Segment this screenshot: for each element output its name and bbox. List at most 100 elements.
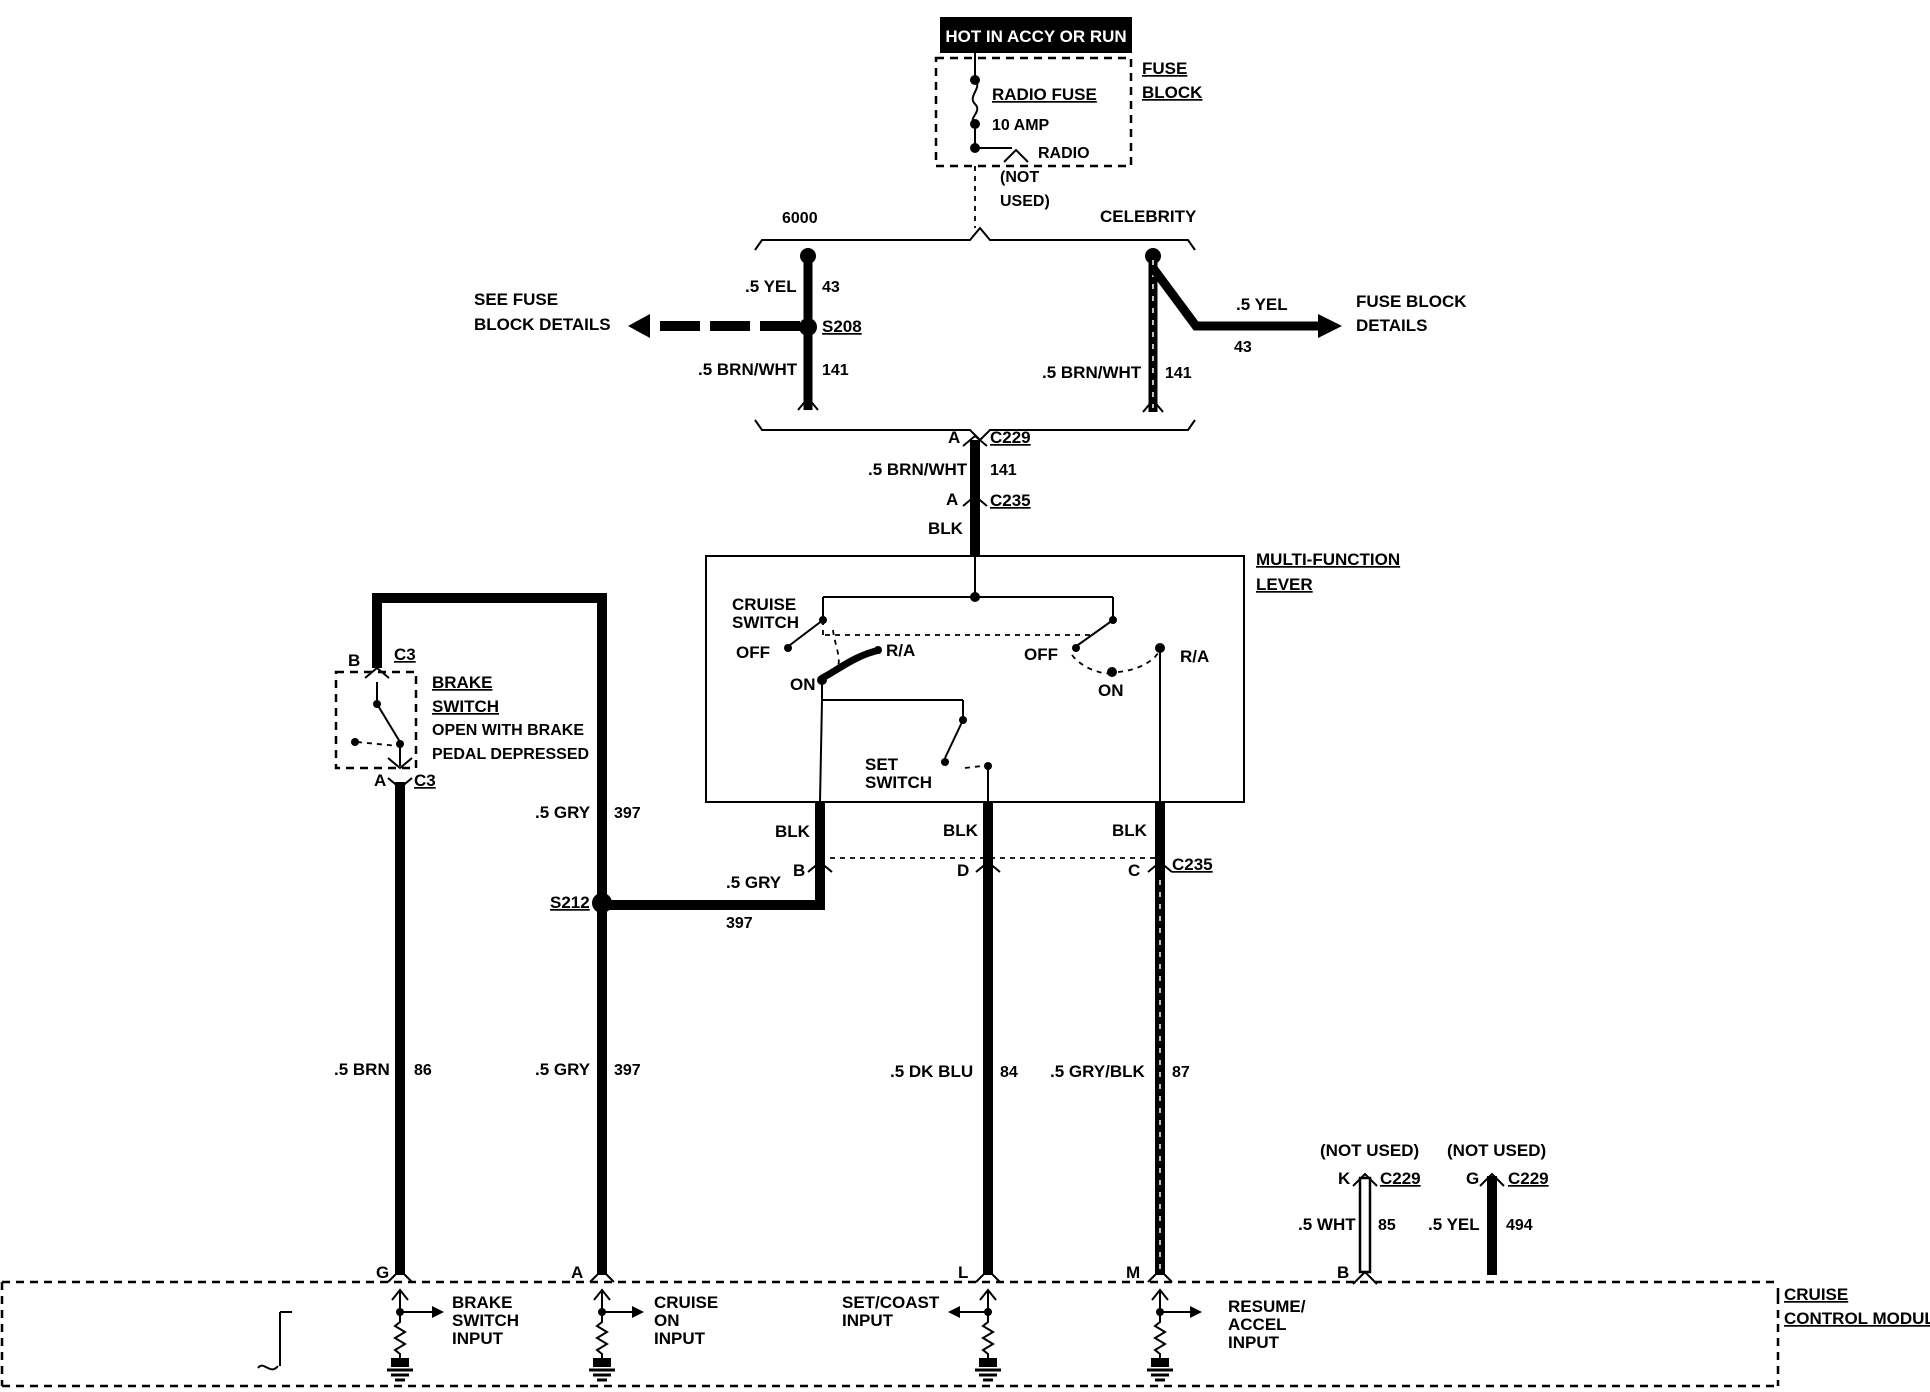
fuse-block: FUSE BLOCK RADIO FUSE 10 AMP RADIO (NOT … (934, 53, 1203, 228)
radio-fuse-label: RADIO FUSE (992, 85, 1097, 104)
circuit-397-upper-label: 397 (614, 805, 641, 822)
resume-accel-input-circuit: RESUME/ ACCEL INPUT (1145, 1288, 1306, 1382)
cruise-on-input-label-2: ON (654, 1311, 680, 1330)
module-pin-a: A (571, 1263, 583, 1282)
trunk-wire: A C229 .5 BRN/WHT 141 A C235 BLK (868, 428, 1031, 556)
splice-s212-label: S212 (550, 893, 590, 912)
left-branch-6000: .5 YEL 43 S208 .5 BRN/WHT 141 SEE FUSE B… (474, 248, 862, 411)
module-pin-g: G (376, 1263, 389, 1282)
cruise-control-module: CRUISE CONTROL MODULE G A L M BRAKE SWIT… (0, 1263, 1930, 1388)
wire-yel-label: .5 YEL (745, 277, 797, 296)
blk-c-label: BLK (1112, 821, 1148, 840)
circuit-397-h-label: 397 (726, 915, 753, 932)
brake-input-label: BRAKE (452, 1293, 512, 1312)
circuit-86-label: 86 (414, 1062, 432, 1079)
variant-celebrity-label: CELEBRITY (1100, 207, 1197, 226)
brake-switch-title-2: SWITCH (432, 697, 499, 716)
wire-gry-label: .5 GRY (535, 1060, 591, 1079)
resume-accel-input-label-2: ACCEL (1228, 1315, 1287, 1334)
fuse-block-label-2: BLOCK (1142, 83, 1203, 102)
brake-desc-label: OPEN WITH BRAKE (432, 722, 584, 739)
brake-switch-title: BRAKE (432, 673, 492, 692)
cruise-switch-label: CRUISE (732, 595, 796, 614)
not-used-label-2: USED) (1000, 193, 1050, 210)
circuit-85-label: 85 (1378, 1217, 1396, 1234)
trunk-wire-brnwht-label: .5 BRN/WHT (868, 460, 968, 479)
pin-b-label: B (793, 861, 805, 880)
trunk-circuit-141-label: 141 (990, 462, 1017, 479)
resume-accel-input-label: RESUME/ (1228, 1297, 1306, 1316)
set-switch-label: SET (865, 755, 899, 774)
right-circuit-141-label: 141 (1165, 365, 1192, 382)
arrow-left-icon (628, 314, 650, 338)
lower-conn-c235-label: C235 (1172, 855, 1213, 874)
right-off-label: OFF (1024, 645, 1058, 664)
conn-c229-label: C229 (990, 428, 1031, 447)
blk-d-label: BLK (943, 821, 979, 840)
wire-wht-label: .5 WHT (1298, 1215, 1356, 1234)
right-branch-celebrity: .5 YEL 43 FUSE BLOCK DETAILS .5 BRN/WHT … (1042, 248, 1467, 413)
splice-s208-label: S208 (822, 317, 862, 336)
see-fuse-label-2: BLOCK DETAILS (474, 315, 611, 334)
fuse-block-label: FUSE (1142, 59, 1187, 78)
radio-label: RADIO (1038, 145, 1090, 162)
see-fuse-label: SEE FUSE (474, 290, 558, 309)
variant-6000-label: 6000 (782, 210, 818, 227)
wire-gryblk-label: .5 GRY/BLK (1050, 1062, 1145, 1081)
fuse-block-details-label: FUSE BLOCK (1356, 292, 1467, 311)
right-on-label: ON (1098, 681, 1124, 700)
multi-function-lever: MULTI-FUNCTION LEVER CRUISE SWITCH OFF R… (705, 550, 1400, 803)
pin-d-label: D (957, 861, 969, 880)
brake-conn-c3-bot-label: C3 (414, 771, 436, 790)
unused-stubs: (NOT USED) K C229 .5 WHT 85 B (NOT USED)… (1298, 1141, 1549, 1285)
conn-k-c229-label: C229 (1380, 1169, 1421, 1188)
brake-pin-a-label: A (374, 771, 386, 790)
fuse-amp-label: 10 AMP (992, 117, 1050, 134)
not-used-g-label: (NOT USED) (1447, 1141, 1546, 1160)
brake-input-circuit: BRAKE SWITCH INPUT (257, 1288, 519, 1382)
right-ra-label: R/A (1180, 647, 1209, 666)
not-used-label: (NOT (1000, 169, 1039, 186)
brake-conn-c3-top-label: C3 (394, 645, 416, 664)
cruise-on-input-circuit: CRUISE ON INPUT (587, 1288, 718, 1382)
pin-a-c235: A (946, 490, 958, 509)
power-source: HOT IN ACCY OR RUN (940, 17, 1132, 53)
set-coast-input-circuit: SET/COAST INPUT (842, 1288, 1003, 1382)
cruise-on-input-label-3: INPUT (654, 1329, 706, 1348)
module-title-2: CONTROL MODULE (1784, 1309, 1930, 1328)
circuit-84-label: 84 (1000, 1064, 1018, 1081)
cruise-on-input-label: CRUISE (654, 1293, 718, 1312)
left-ra-label: R/A (886, 641, 915, 660)
module-title: CRUISE (1784, 1285, 1848, 1304)
wire-labels: .5 BRN 86 .5 GRY 397 .5 DK BLU 84 .5 GRY… (334, 1060, 1190, 1081)
lever-outputs: BLK BLK BLK B D C C235 .5 GRY 397 S212 (550, 802, 1213, 1275)
gry-h-label: .5 GRY (726, 873, 782, 892)
wire-brnwht-label: .5 BRN/WHT (698, 360, 798, 379)
brake-input-label-3: INPUT (452, 1329, 504, 1348)
left-on-label: ON (790, 675, 816, 694)
gry-upper-label: .5 GRY (535, 803, 591, 822)
brake-input-label-2: SWITCH (452, 1311, 519, 1330)
not-used-k-label: (NOT USED) (1320, 1141, 1419, 1160)
wire-dkblu-label: .5 DK BLU (890, 1062, 973, 1081)
right-wire-yel-label: .5 YEL (1236, 295, 1288, 314)
conn-g-c229-label: C229 (1508, 1169, 1549, 1188)
hot-in-accy-label: HOT IN ACCY OR RUN (945, 27, 1126, 46)
left-off-label: OFF (736, 643, 770, 662)
pin-c-label: C (1128, 861, 1140, 880)
circuit-141-label: 141 (822, 362, 849, 379)
cruise-switch-label-2: SWITCH (732, 613, 799, 632)
trunk-blk-label: BLK (928, 519, 964, 538)
circuit-87-label: 87 (1172, 1064, 1190, 1081)
wire-brn-label: .5 BRN (334, 1060, 390, 1079)
set-switch-label-2: SWITCH (865, 773, 932, 792)
brake-pin-b-label: B (348, 651, 360, 670)
right-wire-brnwht-label: .5 BRN/WHT (1042, 363, 1142, 382)
circuit-397-label: 397 (614, 1062, 641, 1079)
variant-bracket-top: 6000 CELEBRITY (754, 207, 1197, 251)
arrow-right-icon (1318, 314, 1342, 338)
pin-g-stub-label: G (1466, 1169, 1479, 1188)
brake-desc-label-2: PEDAL DEPRESSED (432, 746, 589, 763)
blk-b-label: BLK (775, 822, 811, 841)
